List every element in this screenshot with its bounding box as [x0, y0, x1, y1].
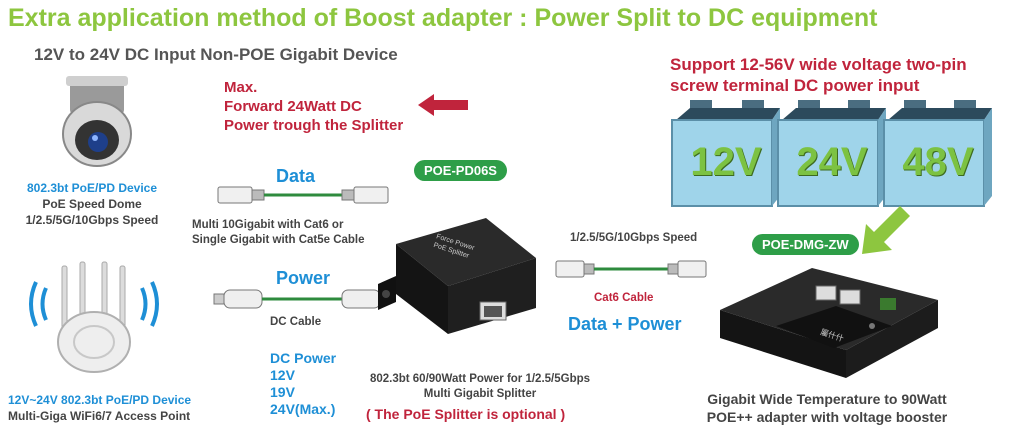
poe-splitter-device	[378, 218, 536, 334]
batteries-illustration	[671, 100, 992, 207]
dome-description: 802.3bt PoE/PD Device PoE Speed Dome 1/2…	[12, 180, 172, 228]
left-arrow-icon	[418, 94, 468, 116]
splitter-model-badge: POE-PD06S	[414, 160, 507, 181]
dc-power-list: DC Power 12V 19V 24V(Max.)	[270, 350, 336, 418]
speed-dome-camera-icon	[62, 76, 132, 167]
poe-booster-device	[720, 268, 938, 378]
ap-line2: Multi-Giga WiFi6/7 Access Point	[8, 409, 191, 423]
battery-label-24v: 24V	[796, 140, 868, 184]
ethernet-cable-icon	[217, 186, 389, 204]
max-note-line2: Forward 24Watt DC	[224, 98, 362, 115]
battery-icon	[777, 100, 886, 207]
dc-power-head: DC Power	[270, 350, 337, 366]
dc-power-12v: 12V	[270, 367, 295, 383]
booster-desc-line2: POE++ adapter with voltage booster	[706, 409, 948, 425]
dc-cable-label: DC Cable	[270, 316, 322, 328]
page-title: Extra application method of Boost adapte…	[8, 4, 878, 32]
page-subtitle: 12V to 24V DC Input Non-POE Gigabit Devi…	[34, 45, 398, 64]
dome-line1: 802.3bt PoE/PD Device	[26, 181, 158, 195]
access-point-icon	[29, 261, 159, 373]
battery-label-48v: 48V	[902, 140, 974, 184]
speed-label: 1/2.5/5G/10Gbps Speed	[570, 232, 698, 244]
ap-description: 12V~24V 802.3bt PoE/PD Device Multi-Giga…	[8, 392, 191, 424]
optional-note: ( The PoE Splitter is optional )	[366, 406, 566, 422]
max-note-line1: Max.	[224, 79, 258, 96]
voltage-note-line2: screw terminal DC power input	[670, 76, 920, 95]
voltage-note-line1: Support 12-56V wide voltage two-pin	[670, 55, 967, 74]
splitter-desc-line2: Multi Gigabit Splitter	[423, 388, 537, 400]
dc-power-19v: 19V	[270, 384, 295, 400]
dome-line3: 1/2.5/5G/10Gbps Speed	[25, 213, 159, 227]
max-power-note: Max. Forward 24Watt DC Power trough the …	[224, 78, 403, 135]
data-cable-line2: Single Gigabit with Cat5e Cable	[192, 234, 365, 246]
data-power-label: Data + Power	[568, 314, 682, 334]
booster-desc-line1: Gigabit Wide Temperature to 90Watt	[707, 391, 947, 407]
dc-cable-icon	[213, 289, 391, 309]
booster-model-badge: POE-DMG-ZW	[752, 234, 859, 255]
battery-icon	[883, 100, 992, 207]
voltage-note: Support 12-56V wide voltage two-pin scre…	[670, 54, 967, 96]
cat6-cable-label: Cat6 Cable	[594, 292, 654, 304]
ap-line1: 12V~24V 802.3bt PoE/PD Device	[8, 393, 192, 407]
dome-line2: PoE Speed Dome	[42, 197, 142, 211]
splitter-desc-line1: 802.3bt 60/90Watt Power for 1/2.5/5Gbps	[369, 373, 591, 385]
battery-label-12v: 12V	[690, 140, 762, 184]
dc-power-24v: 24V(Max.)	[270, 401, 336, 417]
data-cable-line1: Multi 10Gigabit with Cat6 or	[192, 219, 344, 231]
booster-description: Gigabit Wide Temperature to 90Watt POE++…	[662, 390, 992, 426]
splitter-description: 802.3bt 60/90Watt Power for 1/2.5/5Gbps …	[340, 372, 620, 402]
max-note-line3: Power trough the Splitter	[224, 117, 404, 134]
down-left-arrow-icon	[862, 206, 910, 254]
power-label: Power	[276, 268, 331, 288]
cat6-cable-icon	[555, 260, 707, 278]
data-cable-note: Multi 10Gigabit with Cat6 or Single Giga…	[192, 218, 365, 248]
battery-icon	[671, 100, 780, 207]
data-label: Data	[276, 166, 316, 186]
